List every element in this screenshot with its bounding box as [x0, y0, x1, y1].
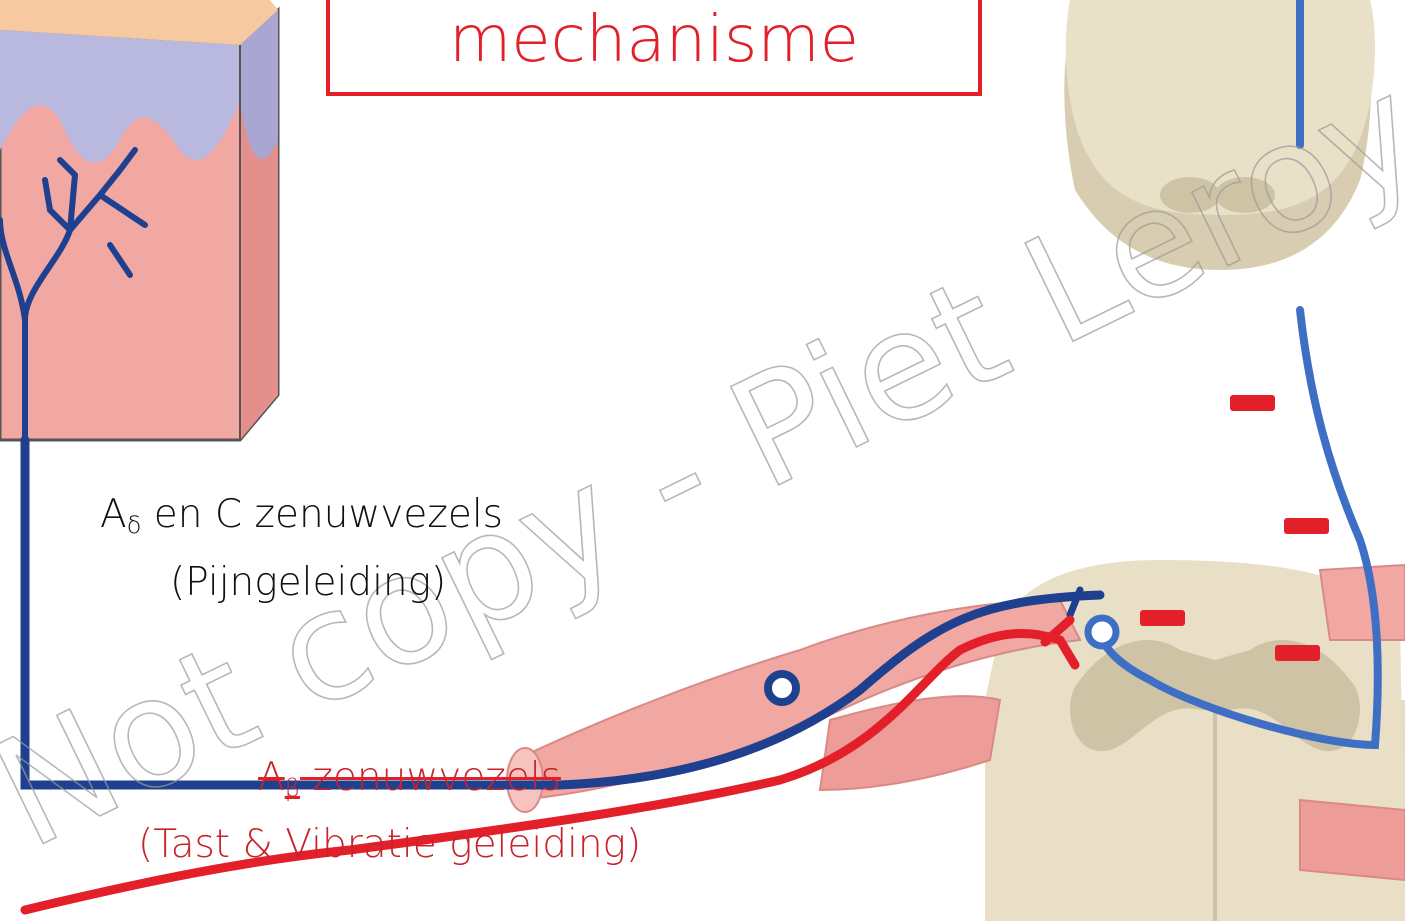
diagram-title: mechanisme: [449, 8, 859, 92]
a-beta-label: Aβ zenuwvezels: [258, 755, 561, 802]
a-beta-sublabel: (Tast & Vibratie geleiding): [138, 822, 641, 867]
inhibition-sign: [1275, 645, 1320, 661]
inhibition-sign: [1284, 518, 1329, 534]
a-delta-c-sublabel: (Pijngeleiding): [170, 560, 446, 605]
a-delta-c-label: Aδ en C zenuwvezels: [100, 492, 503, 539]
inhibition-sign: [1140, 610, 1185, 626]
inhibition-sign: [1230, 395, 1275, 411]
title-box: mechanisme: [326, 0, 982, 96]
